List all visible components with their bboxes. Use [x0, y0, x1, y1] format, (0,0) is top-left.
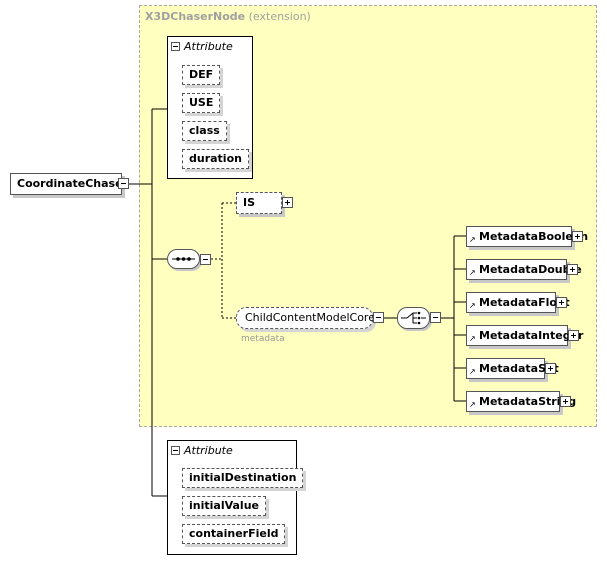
collapse-icon[interactable] [171, 42, 180, 51]
child-group-sublabel: metadata [241, 334, 285, 344]
expand-icon[interactable] [572, 231, 583, 242]
collapse-icon[interactable] [118, 178, 129, 189]
attribute-container-field[interactable]: containerField [182, 524, 286, 544]
reference-arrow-icon: ↗ [469, 268, 476, 277]
sequence-compositor[interactable] [167, 249, 200, 269]
choice-icon [401, 311, 426, 325]
reference-arrow-icon: ↗ [469, 235, 476, 244]
reference-arrow-icon: ↗ [469, 301, 476, 310]
sequence-icon [172, 257, 195, 261]
reference-arrow-icon: ↗ [469, 400, 476, 409]
expand-icon[interactable] [560, 396, 571, 407]
attribute-group-heading: Attribute [171, 40, 233, 53]
metadata-integer[interactable]: ↗MetadataInteger [466, 325, 583, 346]
expand-icon[interactable] [545, 363, 556, 374]
attribute-duration[interactable]: duration [182, 149, 249, 169]
attribute-class[interactable]: class [182, 121, 227, 141]
metadata-string[interactable]: ↗MetadataString [466, 391, 576, 412]
metadata-float[interactable]: ↗MetadataFloat [466, 292, 570, 313]
attribute-initial-value[interactable]: initialValue [182, 496, 266, 516]
child-content-model-group[interactable]: ChildContentModelCore [236, 307, 375, 329]
attribute-def[interactable]: DEF [182, 65, 221, 85]
expand-icon[interactable] [556, 297, 567, 308]
collapse-icon[interactable] [171, 446, 180, 455]
collapse-icon[interactable] [373, 312, 384, 323]
collapse-icon[interactable] [430, 312, 441, 323]
is-element[interactable]: IS [236, 192, 282, 214]
expand-icon[interactable] [568, 330, 579, 341]
attribute-use[interactable]: USE [182, 93, 221, 113]
attribute-initial-destination[interactable]: initialDestination [182, 468, 304, 488]
expand-icon[interactable] [282, 197, 293, 208]
metadata-double[interactable]: ↗MetadataDouble [466, 259, 582, 280]
expand-icon[interactable] [567, 264, 578, 275]
extension-title: X3DChaserNode (extension) [145, 10, 311, 23]
reference-arrow-icon: ↗ [469, 334, 476, 343]
reference-arrow-icon: ↗ [469, 367, 476, 376]
attribute-group-heading: Attribute [171, 444, 233, 457]
root-element[interactable]: CoordinateChaser [10, 173, 128, 195]
collapse-icon[interactable] [200, 254, 211, 265]
metadata-set[interactable]: ↗MetadataSet [466, 358, 559, 379]
metadata-boolean[interactable]: ↗MetadataBoolean [466, 226, 588, 247]
choice-compositor[interactable] [397, 307, 430, 329]
